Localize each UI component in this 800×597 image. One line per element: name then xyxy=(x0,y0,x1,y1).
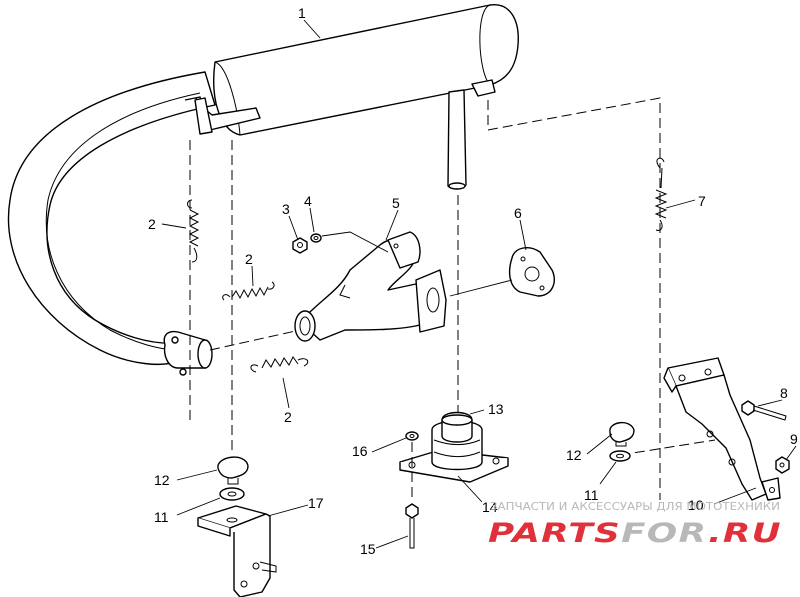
leader-lines xyxy=(161,19,797,549)
callout-1: 1 xyxy=(298,5,306,21)
callout-16: 16 xyxy=(352,443,368,459)
callout-9: 9 xyxy=(790,431,798,447)
callout-11-right: 11 xyxy=(584,487,599,503)
spring-7 xyxy=(654,157,668,231)
muffler-assembly xyxy=(7,4,519,376)
watermark-brand-parts: PARTS xyxy=(488,518,621,549)
gasket-6-guide xyxy=(449,279,513,297)
callout-12-right: 12 xyxy=(566,447,582,463)
rubber-mount-13 xyxy=(399,411,509,483)
callout-15: 15 xyxy=(360,541,376,557)
nut-9 xyxy=(775,456,790,474)
bolt-15 xyxy=(405,503,419,549)
bracket-17 xyxy=(197,505,277,597)
washer-4-guide xyxy=(321,231,389,253)
y-pipe-5 xyxy=(294,231,447,342)
callout-17: 17 xyxy=(308,495,324,511)
callout-3: 3 xyxy=(282,201,290,217)
callout-10: 10 xyxy=(688,497,704,513)
callout-14: 14 xyxy=(482,499,498,515)
washer-4 xyxy=(310,233,322,243)
bumper-12-right xyxy=(609,422,635,447)
gasket-6 xyxy=(508,247,556,297)
washer-16 xyxy=(405,431,419,441)
watermark-brand-ru: .RU xyxy=(708,518,782,549)
callout-13: 13 xyxy=(488,401,504,417)
callout-2-upper: 2 xyxy=(148,216,156,232)
watermark-tagline: ЗАПЧАСТИ И АКСЕССУАРЫ ДЛЯ МОТОТЕХНИКИ xyxy=(490,500,780,513)
watermark: ЗАПЧАСТИ И АКСЕССУАРЫ ДЛЯ МОТОТЕХНИКИ PA… xyxy=(488,500,782,549)
nut-3 xyxy=(292,237,308,254)
callout-6: 6 xyxy=(514,205,522,221)
callout-4: 4 xyxy=(304,193,312,209)
callout-numbers: 1 2 2 2 3 4 5 6 7 8 9 10 11 11 12 12 13 … xyxy=(148,5,798,557)
callout-8: 8 xyxy=(780,385,788,401)
watermark-brand-for: FOR xyxy=(621,518,708,549)
spring-2-vertical xyxy=(187,199,200,263)
bumper-12-left xyxy=(217,456,249,485)
spring-2-diagonal xyxy=(222,281,275,301)
callout-5: 5 xyxy=(392,195,400,211)
assembly-center-lines xyxy=(189,97,716,500)
washer-11-right xyxy=(609,450,631,462)
callout-2-lower: 2 xyxy=(284,409,292,425)
callout-11-left: 11 xyxy=(154,509,169,525)
callout-2-middle: 2 xyxy=(245,251,253,267)
callout-12-left: 12 xyxy=(154,472,170,488)
callout-7: 7 xyxy=(698,193,706,209)
spring-2-lower xyxy=(250,356,309,373)
washer-11-left xyxy=(219,487,245,501)
bolt-8 xyxy=(741,400,787,421)
bracket-10 xyxy=(663,357,781,501)
